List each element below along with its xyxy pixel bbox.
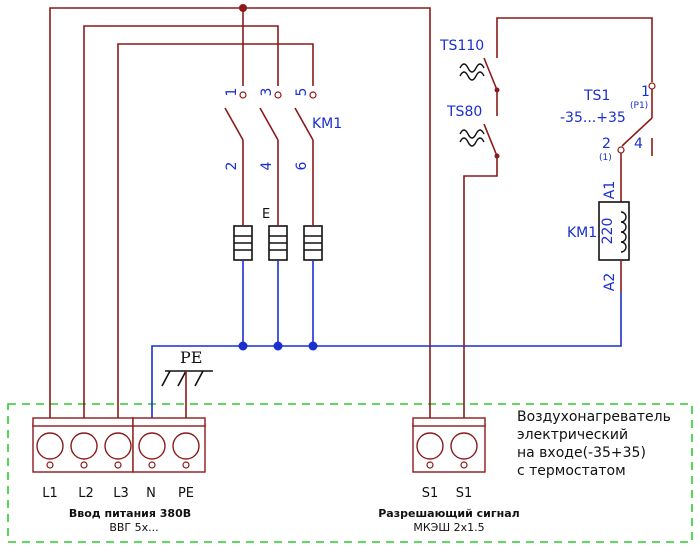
km1-contacts: 1 3 5 2 4 6 KM1 <box>224 88 342 210</box>
heater-elements: E <box>233 207 323 261</box>
signal-title: Разрешающий сигнал <box>378 507 519 520</box>
heater-element-2 <box>268 225 288 261</box>
heater-element-3 <box>303 225 323 261</box>
neutral-junction-2 <box>273 341 283 351</box>
km1-pin-2: 2 <box>224 162 240 171</box>
power-input-cable: ВВГ 5х... <box>109 521 158 534</box>
ts1-pin-4: 4 <box>634 136 643 152</box>
km1-contacts-label: KM1 <box>312 116 342 132</box>
wire-l2 <box>83 25 279 424</box>
terminal-n <box>138 432 166 460</box>
km1-pin-1: 1 <box>224 88 240 97</box>
terminal-label-l1: L1 <box>42 486 58 501</box>
ts1-pin-2-sub: (1) <box>599 153 612 163</box>
terminal-s1-right <box>450 432 478 460</box>
terminal-label-n: N <box>146 486 156 501</box>
ts1-label: TS1 <box>583 88 610 104</box>
signal-terminal-block: S1 S1 Разрешающий сигнал МКЭШ 2х1.5 <box>378 417 520 534</box>
ts110-label: TS110 <box>439 38 484 54</box>
junction-top <box>239 4 247 12</box>
terminal-l1 <box>36 432 64 460</box>
power-input-title: Ввод питания 380В <box>69 507 191 520</box>
thermal-switches: TS110 TS80 <box>439 17 653 424</box>
ts1-pin-1-sub: (P1) <box>630 101 648 111</box>
power-terminal-block: L1 L2 L3 N PE Ввод питания 380В ВВГ 5х..… <box>32 417 206 534</box>
terminal-label-l2: L2 <box>78 486 94 501</box>
coil-km1: A1 220 KM1 A2 <box>567 181 630 292</box>
ts1-pin-1: 1 <box>641 84 650 100</box>
coil-voltage: 220 <box>600 218 616 245</box>
power-wiring <box>49 4 431 424</box>
device-note-line-3: на входе(-35+35) <box>517 445 646 461</box>
terminal-label-s1-left: S1 <box>422 486 439 501</box>
terminal-pe <box>172 432 200 460</box>
earth-label: PE <box>180 348 202 367</box>
thermostat-ts1: TS1 -35...+35 1 (P1) 2 (1) 4 <box>560 82 656 202</box>
ts1-range: -35...+35 <box>560 110 626 126</box>
wire-l1 <box>49 7 243 424</box>
device-boundary <box>7 403 693 543</box>
ts80-label: TS80 <box>446 104 482 120</box>
km1-pin-5: 5 <box>294 88 310 97</box>
terminal-label-s1-right: S1 <box>456 486 473 501</box>
wire-l3 <box>117 43 314 424</box>
device-note-line-4: с термостатом <box>517 463 626 479</box>
terminal-label-l3: L3 <box>113 486 129 501</box>
ts1-pin-2: 2 <box>602 136 611 152</box>
wire-signal-s1-left <box>243 7 431 424</box>
terminal-l2 <box>70 432 98 460</box>
km1-pin-4: 4 <box>259 161 275 170</box>
neutral-junction-3 <box>308 341 318 351</box>
neutral-wiring <box>151 260 622 424</box>
terminal-s1-left <box>416 432 444 460</box>
coil-a1-label: A1 <box>602 181 618 199</box>
signal-cable: МКЭШ 2х1.5 <box>413 521 484 534</box>
terminal-l3 <box>104 432 132 460</box>
km1-pin-6: 6 <box>294 161 310 170</box>
neutral-bus <box>151 292 622 424</box>
earth-symbol: PE <box>161 348 213 424</box>
coil-a2-label: A2 <box>602 273 618 291</box>
km1-pin-3: 3 <box>259 88 275 97</box>
neutral-junction-1 <box>238 341 248 351</box>
device-note-line-2: электрический <box>517 427 628 443</box>
heater-label: E <box>262 207 270 222</box>
terminal-label-pe: PE <box>178 486 194 501</box>
heater-element-1 <box>233 225 253 261</box>
device-note: Воздухонагреватель электрический на вход… <box>517 409 671 479</box>
device-note-line-1: Воздухонагреватель <box>517 409 671 425</box>
coil-name: KM1 <box>567 225 597 241</box>
